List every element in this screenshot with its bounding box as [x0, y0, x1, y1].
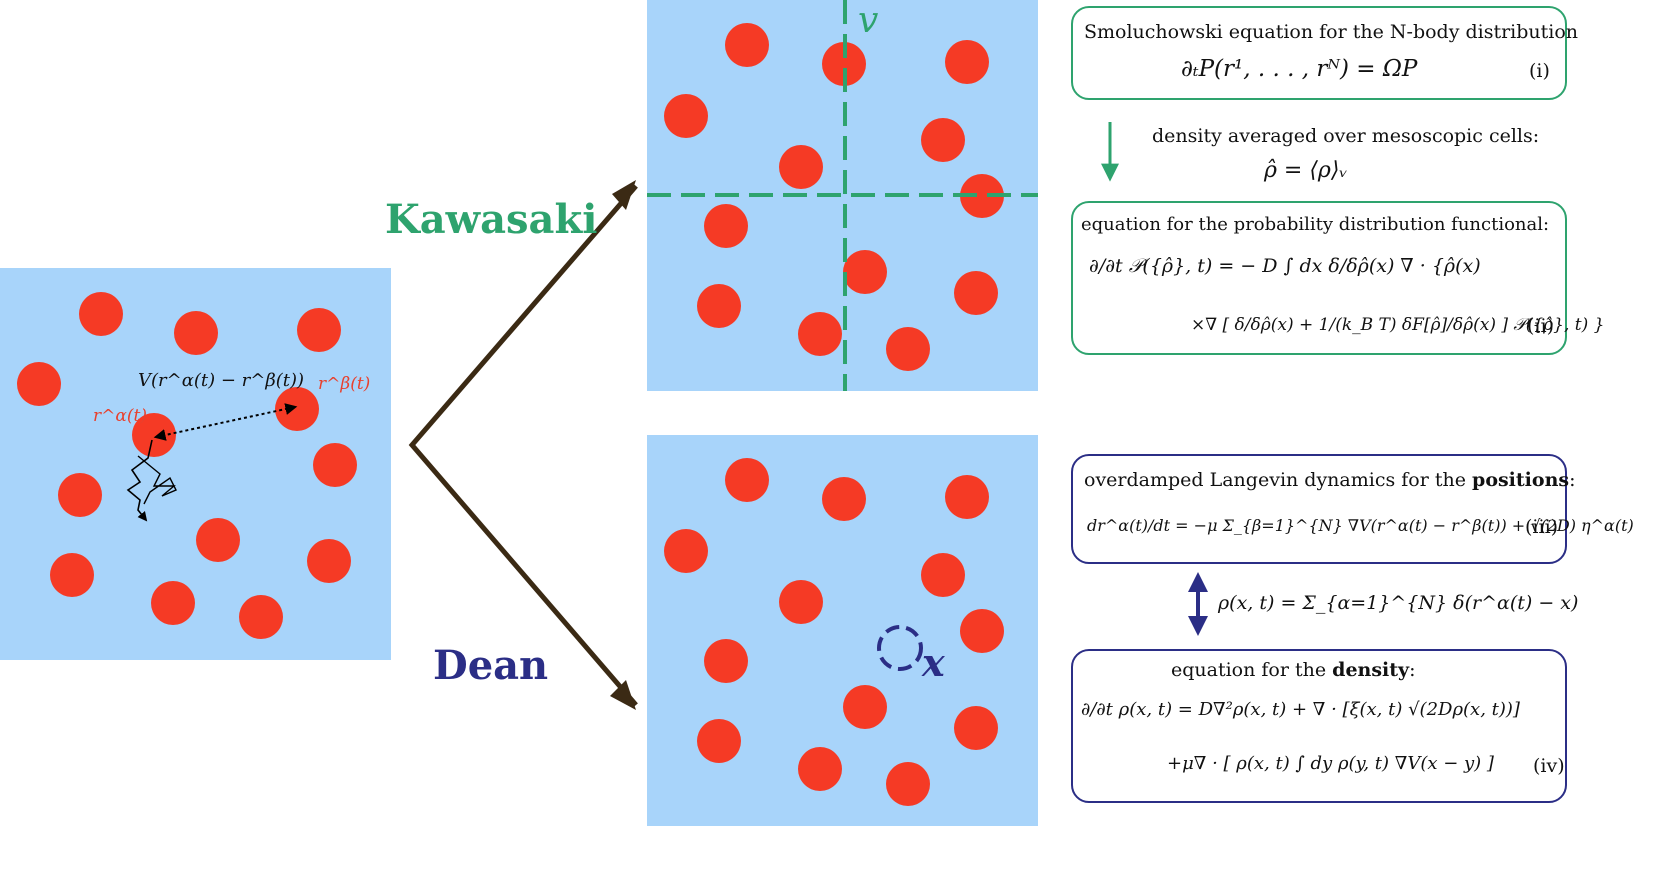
particle — [798, 747, 842, 791]
density-equation-line2: +μ∇ · [ ρ(x, t) ∫ dy ρ(y, t) ∇V(x − y) ] — [1167, 753, 1494, 774]
smoluchowski-equation: ∂ₜP(r¹, . . . , rᴺ) = ΩP — [1181, 56, 1418, 82]
density-equation-line1: ∂/∂t ρ(x, t) = D∇²ρ(x, t) + ∇ · [ξ(x, t)… — [1081, 699, 1520, 720]
functional-box: equation for the probability distributio… — [1071, 201, 1604, 355]
smoluchowski-box: Smoluchowski equation for the N-body dis… — [1071, 6, 1578, 100]
point-x-marker — [877, 625, 923, 671]
particle — [297, 308, 341, 352]
particle — [886, 762, 930, 806]
particle — [704, 204, 748, 248]
particle — [921, 553, 965, 597]
particle — [779, 145, 823, 189]
interaction-arrow — [153, 403, 298, 441]
particle — [697, 284, 741, 328]
coarse-grain-caption: density averaged over mesoscopic cells: — [1152, 125, 1540, 147]
particle — [17, 362, 61, 406]
particle — [239, 595, 283, 639]
particle — [307, 539, 351, 583]
kawasaki-label: Kawasaki — [385, 196, 598, 243]
dean-label: Dean — [433, 642, 549, 689]
particle — [725, 23, 769, 67]
coarse-grain-equation: ρ̂ = ⟨ρ⟩ᵥ — [1264, 158, 1348, 183]
density-title-prefix: equation for the — [1171, 659, 1333, 681]
particle — [779, 580, 823, 624]
kawasaki-arrowhead — [612, 180, 636, 210]
langevin-box: overdamped Langevin dynamics for the pos… — [1071, 454, 1634, 564]
particle — [151, 581, 195, 625]
particle — [704, 639, 748, 683]
brownian-trajectory — [126, 439, 153, 522]
particle — [697, 719, 741, 763]
particle — [50, 553, 94, 597]
smoluchowski-title: Smoluchowski equation for the N-body dis… — [1084, 21, 1579, 43]
particle — [58, 473, 102, 517]
particle — [196, 518, 240, 562]
langevin-title: overdamped Langevin dynamics for the pos… — [1084, 469, 1576, 491]
particle — [954, 706, 998, 750]
particle — [313, 443, 357, 487]
equation-tag: (iii) — [1525, 516, 1559, 538]
particle — [886, 327, 930, 371]
equation-tag: (iv) — [1533, 755, 1565, 777]
density-title: equation for the density: — [1171, 659, 1415, 681]
density-title-suffix: : — [1409, 659, 1416, 681]
functional-title: equation for the probability distributio… — [1081, 214, 1550, 235]
particle-system-panel — [0, 268, 391, 660]
r-beta-label: r^β(t) — [318, 374, 371, 394]
particle — [664, 94, 708, 138]
particle — [945, 40, 989, 84]
particle — [945, 475, 989, 519]
particle — [798, 312, 842, 356]
cell-volume-label: v — [858, 0, 879, 41]
particle — [664, 529, 708, 573]
langevin-equation: dr^α(t)/dt = −μ Σ_{β=1}^{N} ∇V(r^α(t) − … — [1087, 516, 1634, 535]
particle — [843, 685, 887, 729]
particle — [79, 292, 123, 336]
density-box: equation for the density: ∂/∂t ρ(x, t) =… — [1071, 649, 1567, 803]
functional-equation-line2: ×∇ [ δ/δρ̂(x) + 1/(k_B T) δF[ρ̂]/δρ̂(x) … — [1191, 315, 1605, 335]
particle — [954, 271, 998, 315]
equation-tag: (i) — [1529, 60, 1550, 82]
particle — [921, 118, 965, 162]
density-title-bold: density — [1332, 659, 1410, 681]
branch-line — [408, 184, 638, 707]
particle — [725, 458, 769, 502]
langevin-title-prefix: overdamped Langevin dynamics for the — [1084, 469, 1473, 491]
brownian-trajectory — [137, 455, 177, 505]
r-alpha-label: r^α(t) — [93, 406, 147, 426]
dean-arrowhead — [610, 680, 636, 710]
particle — [960, 609, 1004, 653]
equation-tag: (ii) — [1527, 315, 1554, 337]
langevin-title-bold: positions — [1472, 469, 1570, 491]
langevin-title-suffix: : — [1569, 469, 1576, 491]
particle — [843, 250, 887, 294]
particle — [174, 311, 218, 355]
point-x-label: x — [922, 640, 945, 685]
particle — [822, 477, 866, 521]
pair-potential-label: V(r^α(t) − r^β(t)) — [138, 370, 305, 391]
functional-equation-line1: ∂/∂t 𝒫({ρ̂}, t) = − D ∫ dx δ/δρ̂(x) ∇ · … — [1089, 255, 1481, 277]
density-definition: ρ(x, t) = Σ_{α=1}^{N} δ(r^α(t) − x) — [1218, 592, 1579, 614]
dean-panel — [647, 435, 1038, 826]
